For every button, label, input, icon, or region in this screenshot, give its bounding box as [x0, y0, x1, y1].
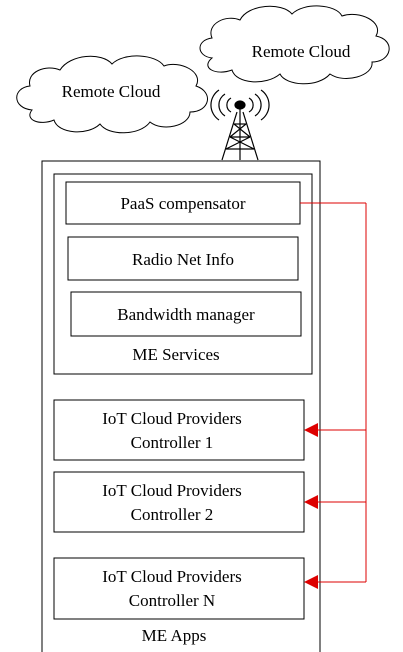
bandwidth-manager-label: Bandwidth manager: [117, 305, 255, 324]
arrowhead-controller-2: [304, 495, 318, 509]
bandwidth-manager-box: [70, 291, 302, 337]
controller-2-line2: Controller 2: [131, 505, 214, 524]
controller-n-box: [53, 557, 305, 620]
connector-arrowheads: [304, 423, 318, 589]
controller-n-line1: IoT Cloud Providers: [102, 567, 241, 586]
radio-net-info-label: Radio Net Info: [132, 250, 234, 269]
me-apps-group: IoT Cloud Providers Controller 1 IoT Clo…: [53, 399, 305, 645]
me-host-box: [41, 160, 321, 652]
controller-n-line2: Controller N: [129, 591, 215, 610]
me-apps-label: ME Apps: [142, 626, 207, 645]
me-services-group: PaaS compensator Radio Net Info Bandwidt…: [53, 173, 313, 375]
radio-net-info-box: [67, 236, 299, 281]
paas-connectors: [300, 202, 367, 583]
cloud-left-label: Remote Cloud: [62, 82, 161, 101]
me-services-label: ME Services: [132, 345, 219, 364]
cloud-right-label: Remote Cloud: [252, 42, 351, 61]
controller-2-line1: IoT Cloud Providers: [102, 481, 241, 500]
remote-cloud-right: Remote Cloud: [199, 5, 390, 85]
controller-1-box: [53, 399, 305, 461]
paas-compensator-label: PaaS compensator: [120, 194, 245, 213]
controller-1-line2: Controller 1: [131, 433, 214, 452]
antenna-icon: [210, 89, 270, 161]
cloud-left-shape: [16, 55, 208, 134]
controller-1-line1: IoT Cloud Providers: [102, 409, 241, 428]
cloud-right-shape: [199, 5, 390, 85]
arrowhead-controller-n: [304, 575, 318, 589]
controller-2-box: [53, 471, 305, 533]
remote-cloud-left: Remote Cloud: [16, 55, 208, 134]
arrowhead-controller-1: [304, 423, 318, 437]
